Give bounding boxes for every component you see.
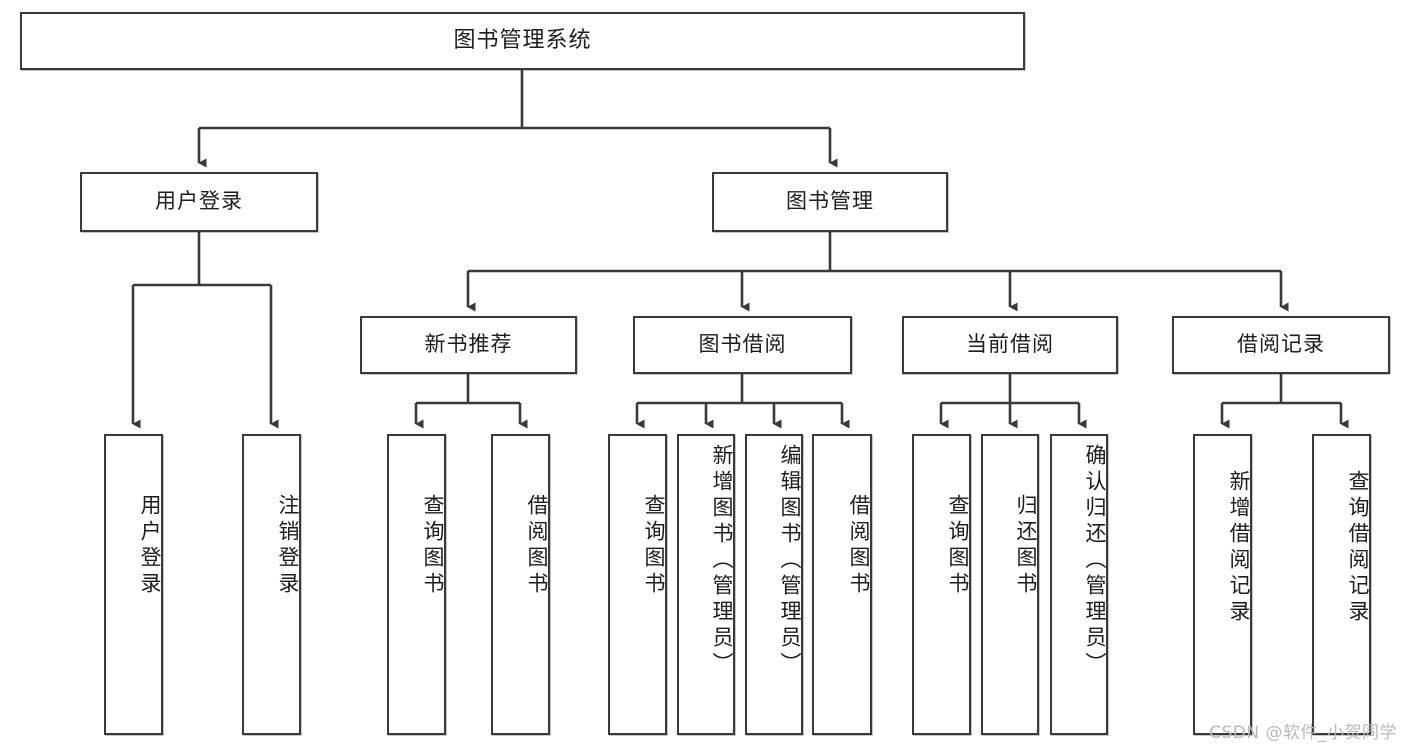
leaf-add-book-admin[interactable]: 新增图书（管理员）: [677, 434, 735, 735]
leaf-return-book[interactable]: 归还图书: [981, 434, 1039, 735]
leaf-query-book-current[interactable]: 查询图书: [912, 434, 971, 735]
node-label: 图书管理: [786, 189, 874, 214]
watermark-text: CSDN @软件_小贺同学: [1209, 723, 1397, 743]
node-label: 借阅记录: [1237, 332, 1325, 357]
node-borrowing-record[interactable]: 借阅记录: [1172, 316, 1390, 374]
node-user-login[interactable]: 用户登录: [80, 172, 318, 232]
node-label: 查询图书: [421, 494, 445, 598]
node-label: 编辑图书（管理员）: [778, 444, 802, 678]
leaf-query-book-newbook[interactable]: 查询图书: [387, 434, 446, 735]
node-label: 新增图书（管理员）: [710, 444, 734, 678]
node-label: 确认归还（管理员）: [1083, 444, 1107, 678]
leaf-add-borrowing-record[interactable]: 新增借阅记录: [1193, 434, 1252, 735]
node-label: 查询图书: [946, 494, 970, 598]
node-label: 归还图书: [1014, 494, 1038, 598]
node-label: 借阅图书: [525, 494, 549, 598]
leaf-logout[interactable]: 注销登录: [242, 434, 301, 735]
leaf-borrow-book-newbook[interactable]: 借阅图书: [491, 434, 550, 735]
node-book-management[interactable]: 图书管理: [712, 172, 948, 232]
node-label: 当前借阅: [966, 332, 1054, 357]
node-label: 新增借阅记录: [1227, 470, 1251, 626]
node-label: 新书推荐: [424, 332, 513, 357]
node-label: 图书管理系统: [453, 27, 592, 53]
node-new-book-recommendation[interactable]: 新书推荐: [360, 316, 577, 374]
node-label: 注销登录: [276, 494, 300, 598]
leaf-user-login[interactable]: 用户登录: [104, 434, 163, 735]
node-label: 查询借阅记录: [1346, 470, 1370, 626]
node-label: 图书借阅: [698, 332, 787, 357]
node-label: 用户登录: [138, 494, 162, 598]
node-label: 借阅图书: [847, 494, 871, 598]
leaf-confirm-return-admin[interactable]: 确认归还（管理员）: [1050, 434, 1108, 735]
leaf-borrow-book-borrowing[interactable]: 借阅图书: [812, 434, 872, 735]
leaf-query-book-borrowing[interactable]: 查询图书: [608, 434, 667, 735]
leaf-edit-book-admin[interactable]: 编辑图书（管理员）: [745, 434, 803, 735]
node-book-borrowing[interactable]: 图书借阅: [633, 316, 852, 374]
node-root-book-management-system[interactable]: 图书管理系统: [20, 12, 1025, 70]
leaf-query-borrowing-record[interactable]: 查询借阅记录: [1312, 434, 1371, 735]
node-label: 用户登录: [155, 189, 243, 214]
node-current-borrowing[interactable]: 当前借阅: [902, 316, 1118, 374]
node-label: 查询图书: [642, 494, 666, 598]
